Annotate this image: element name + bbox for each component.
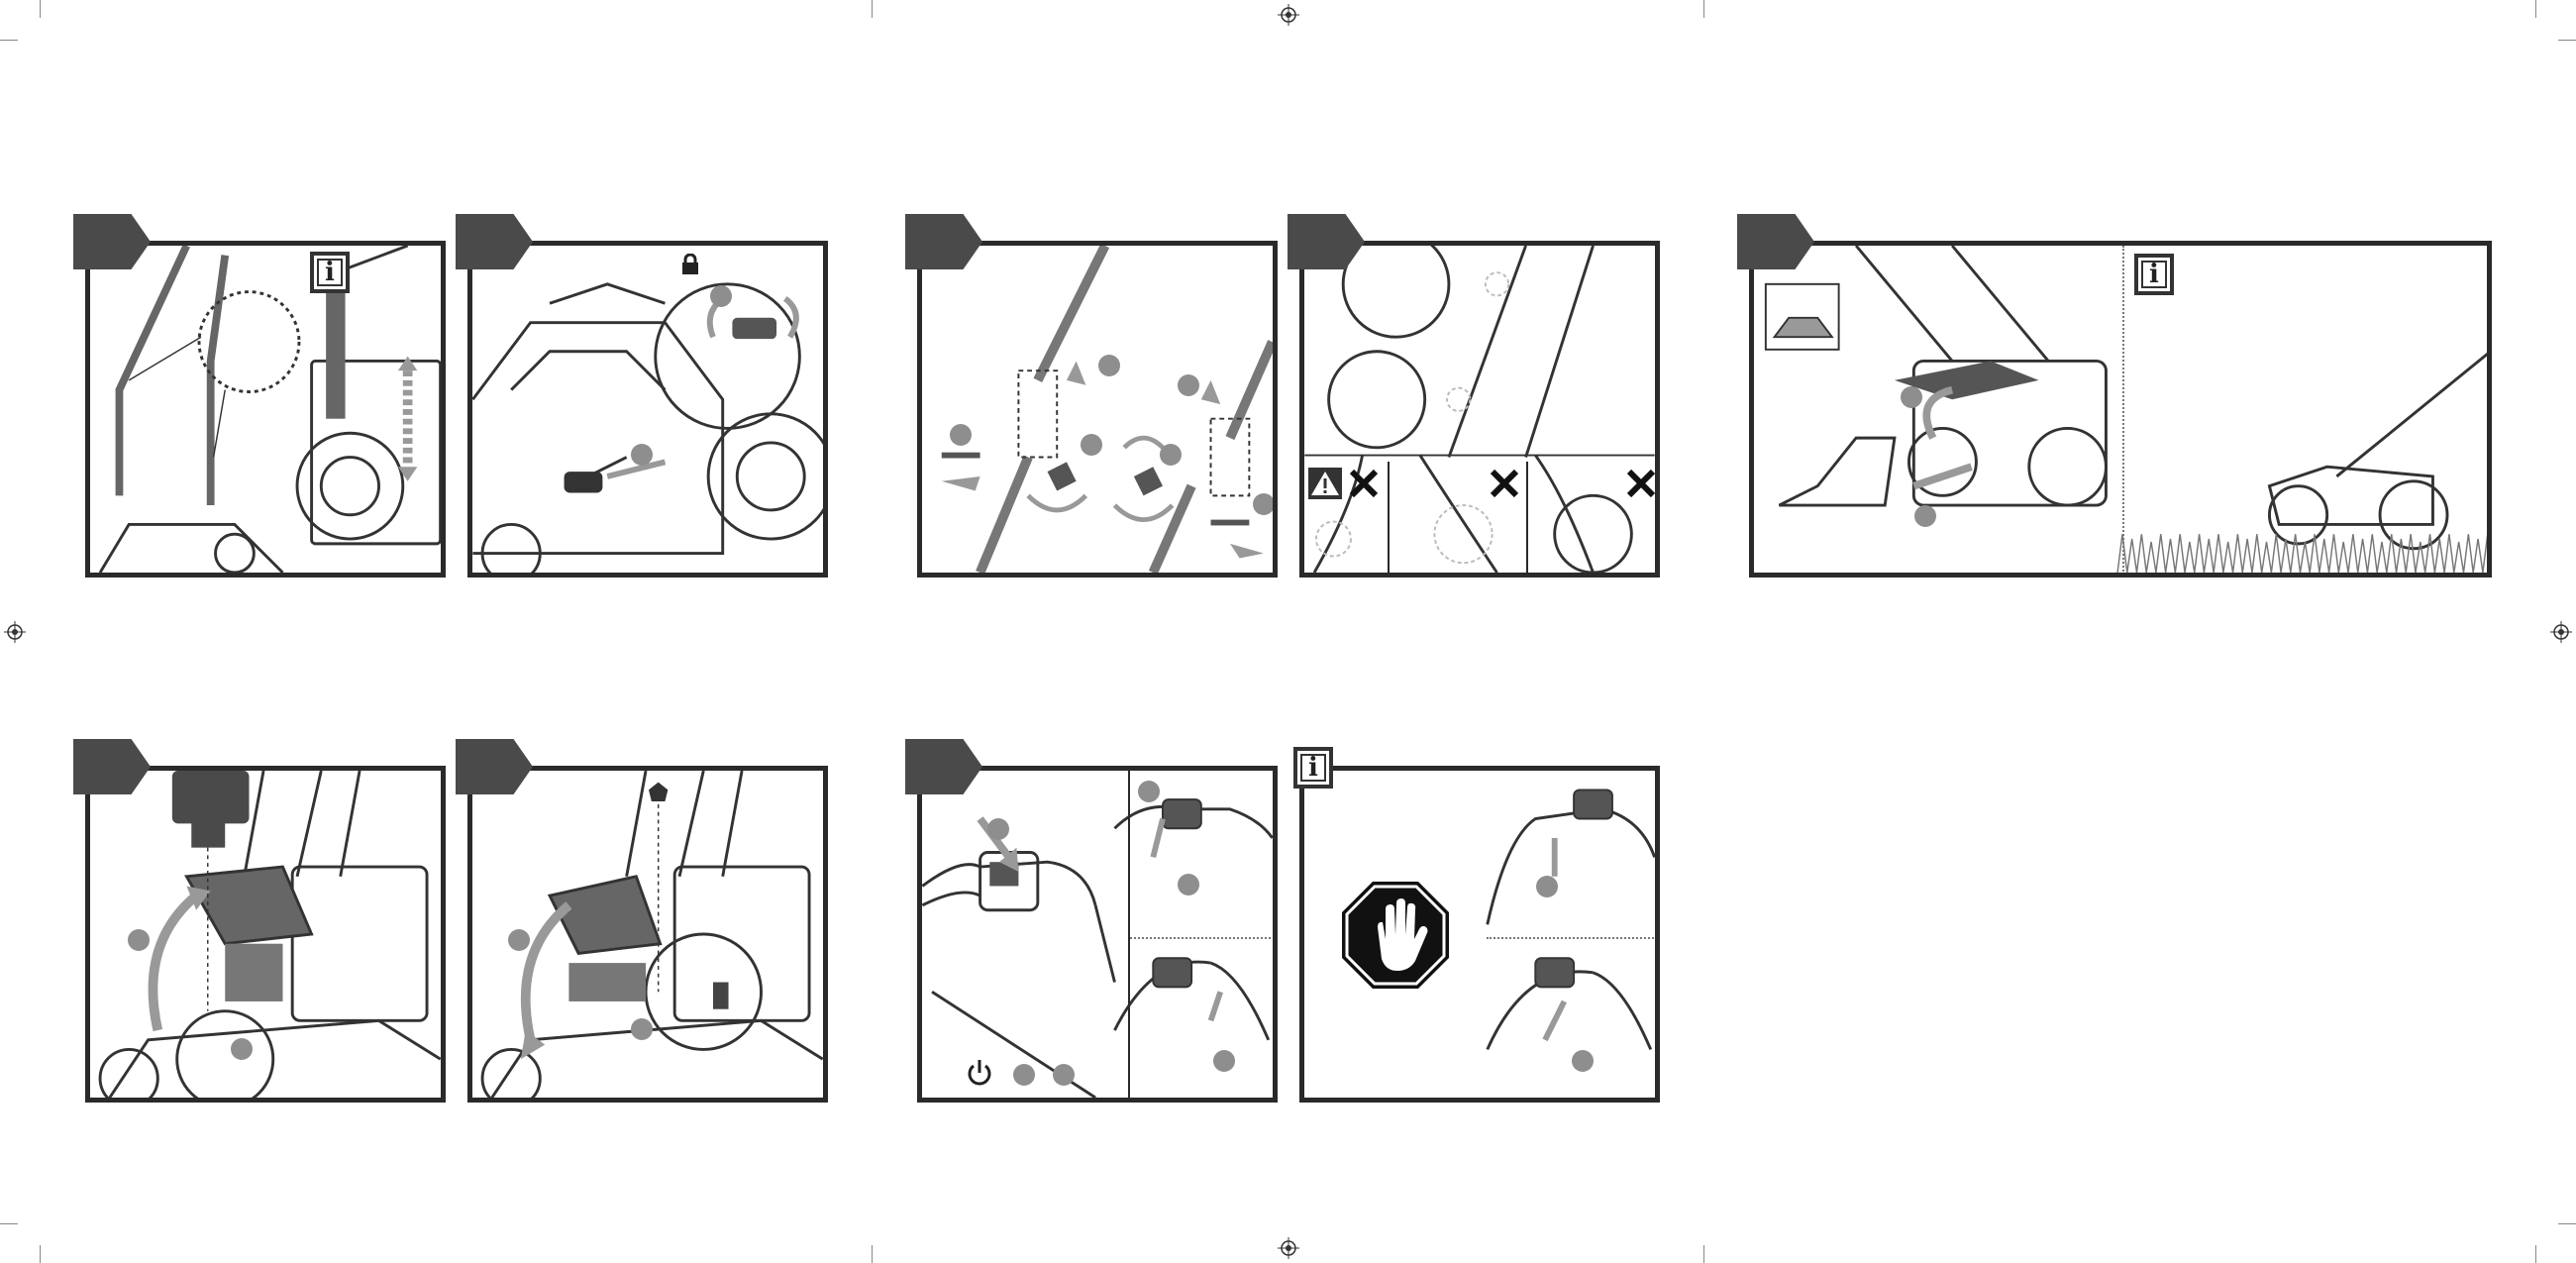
lock-icon <box>680 254 700 275</box>
step-number-marker <box>1053 1064 1075 1086</box>
crop-mark <box>872 0 873 18</box>
step-number-marker <box>950 424 972 446</box>
step-number-marker <box>631 444 653 466</box>
info-icon: i <box>310 252 350 293</box>
step-number-marker <box>1013 1064 1035 1086</box>
cross-icon <box>1489 468 1520 499</box>
registration-mark-icon <box>2550 621 2572 643</box>
panel-grass-box: i <box>1749 241 2492 578</box>
handle-insert-illustration <box>90 246 441 573</box>
panel-start-mower <box>917 766 1278 1103</box>
panel-handle-insert: i <box>85 241 446 578</box>
crop-mark <box>2535 1245 2536 1263</box>
step-number-marker <box>128 929 150 951</box>
handle-assembly-illustration <box>922 246 1273 573</box>
crop-mark <box>40 1245 41 1263</box>
stop-hand-icon <box>1340 880 1451 991</box>
step-number-marker <box>1178 874 1199 895</box>
step-number-marker <box>508 929 530 951</box>
step-number-marker <box>1178 374 1199 396</box>
crop-mark <box>2558 40 2576 41</box>
start-mower-illustration <box>922 771 1273 1098</box>
cross-icon <box>1625 468 1657 499</box>
panel-handle-lock <box>467 241 828 578</box>
panel-divider <box>1388 462 1390 578</box>
crop-mark <box>0 40 18 41</box>
grass-box-illustration <box>1754 246 2487 573</box>
panel-divider <box>1130 937 1278 939</box>
warning-icon <box>1308 468 1342 499</box>
step-number-marker <box>1572 1050 1594 1072</box>
cross-icon <box>1348 468 1380 499</box>
crop-mark <box>2558 1223 2576 1224</box>
crop-mark <box>872 1245 873 1263</box>
step-number-marker <box>1901 386 1922 408</box>
step-number-marker <box>1536 876 1558 897</box>
step-number-marker <box>1914 505 1936 527</box>
panel-handle-assembly <box>917 241 1278 578</box>
power-icon <box>966 1058 993 1088</box>
step-number-marker <box>987 818 1009 840</box>
step-number-marker <box>710 285 732 307</box>
panel-safety-key <box>467 766 828 1103</box>
panel-divider <box>1487 937 1660 939</box>
crop-mark <box>40 0 41 18</box>
step-number-marker <box>1213 1050 1235 1072</box>
panel-cable-routing <box>1299 241 1660 578</box>
step-number-marker <box>1098 355 1120 376</box>
handle-lock-illustration <box>472 246 823 573</box>
crop-mark <box>1703 1245 1704 1263</box>
crop-mark <box>1703 0 1704 18</box>
registration-mark-icon <box>4 621 26 643</box>
step-number-marker <box>1253 493 1275 515</box>
info-icon: i <box>2134 254 2174 295</box>
cable-routing-illustration <box>1304 246 1655 573</box>
registration-mark-icon <box>1278 4 1299 26</box>
panel-stop-mower <box>1299 766 1660 1103</box>
panel-divider <box>1526 462 1528 578</box>
step-number-marker <box>1138 781 1160 802</box>
step-number-marker <box>1081 434 1102 456</box>
crop-mark <box>0 1223 18 1224</box>
crop-mark <box>2535 0 2536 18</box>
step-number-marker <box>631 1018 653 1040</box>
step-number-marker <box>1160 444 1182 466</box>
panel-battery-insert <box>85 766 446 1103</box>
registration-mark-icon <box>1278 1237 1299 1259</box>
info-icon: i <box>1293 747 1333 789</box>
panel-divider <box>2122 246 2124 578</box>
step-number-marker <box>231 1038 253 1060</box>
